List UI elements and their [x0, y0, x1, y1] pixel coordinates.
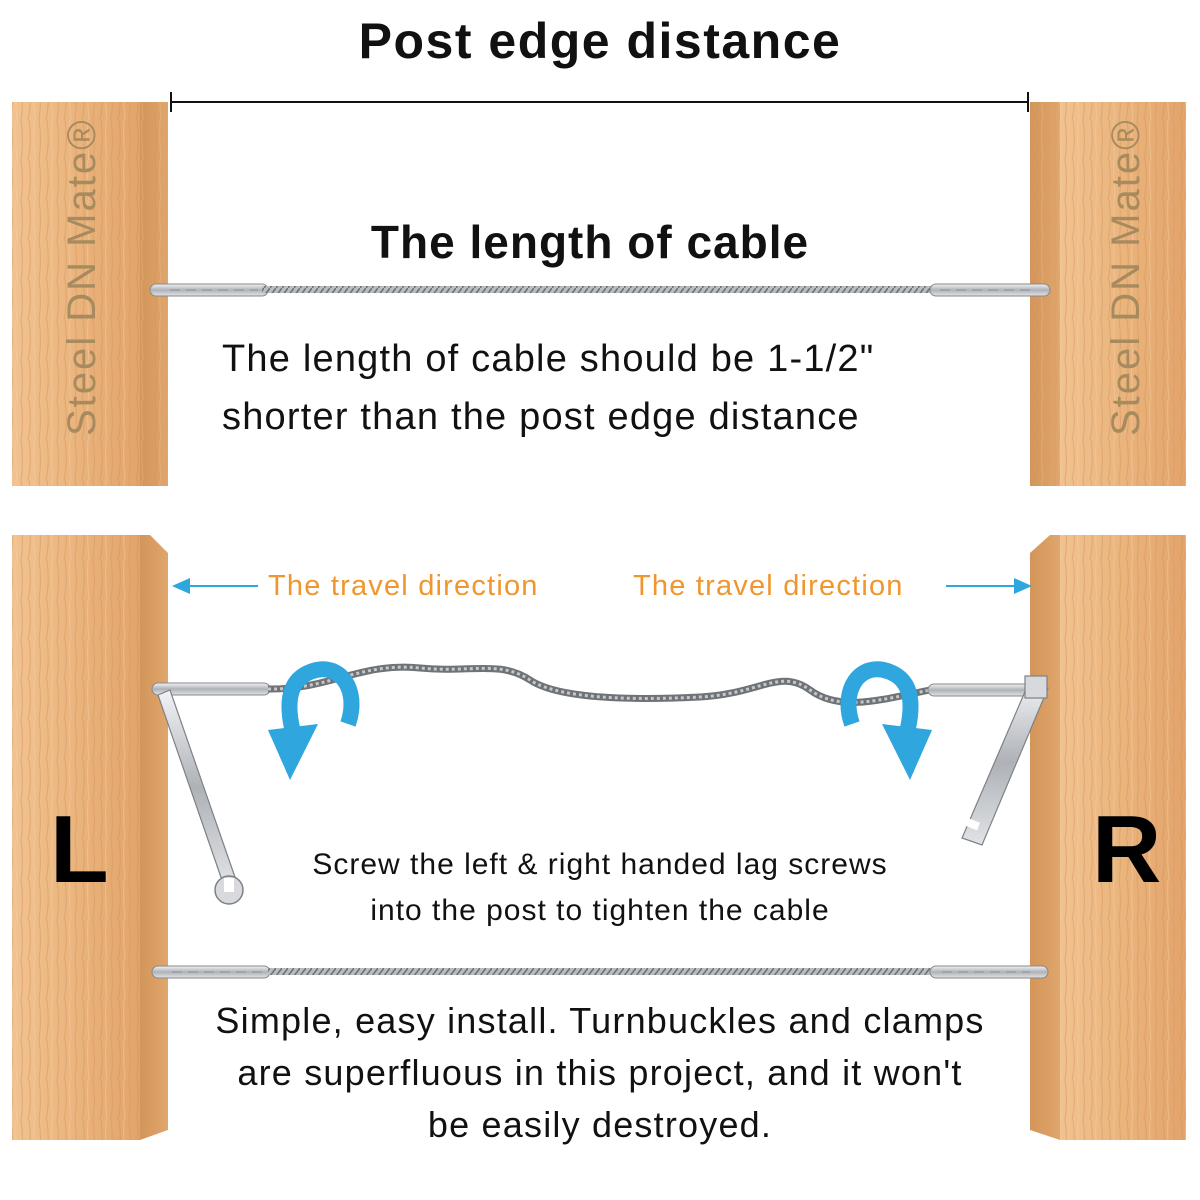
rotation-arrow-right-icon: [840, 661, 932, 780]
travel-arrow-right: [946, 578, 1032, 594]
screw-instruction: Screw the left & right handed lag screws…: [312, 848, 888, 927]
left-wrench-tool: [157, 689, 244, 905]
install-note: Simple, easy install. Turnbuckles and cl…: [215, 1000, 985, 1145]
left-side-label: L: [50, 796, 109, 903]
brand-watermark-right: Steel DN Mate®: [1104, 118, 1148, 436]
right-side-label: R: [1092, 796, 1162, 903]
travel-arrow-left: [172, 578, 258, 594]
dimension-line: [170, 92, 1029, 112]
right-wrench-tool: [961, 675, 1049, 846]
travel-direction-left-label: The travel direction: [268, 570, 539, 602]
middle-cable: [151, 663, 1041, 706]
bottom-cable: [151, 965, 1049, 979]
brand-watermark-left: Steel DN Mate®: [60, 118, 104, 436]
bottom-right-post: [1030, 535, 1186, 1140]
rotation-arrow-left-icon: [268, 661, 360, 780]
bottom-left-post: [12, 535, 168, 1140]
cable-heading: The length of cable: [370, 216, 810, 268]
travel-direction-right-label: The travel direction: [633, 570, 904, 602]
cable-length-note: The length of cable should be 1-1/2" sho…: [222, 338, 875, 438]
page-title: Post edge distance: [358, 13, 842, 69]
top-left-post: [12, 102, 168, 486]
top-cable: [149, 283, 1051, 297]
